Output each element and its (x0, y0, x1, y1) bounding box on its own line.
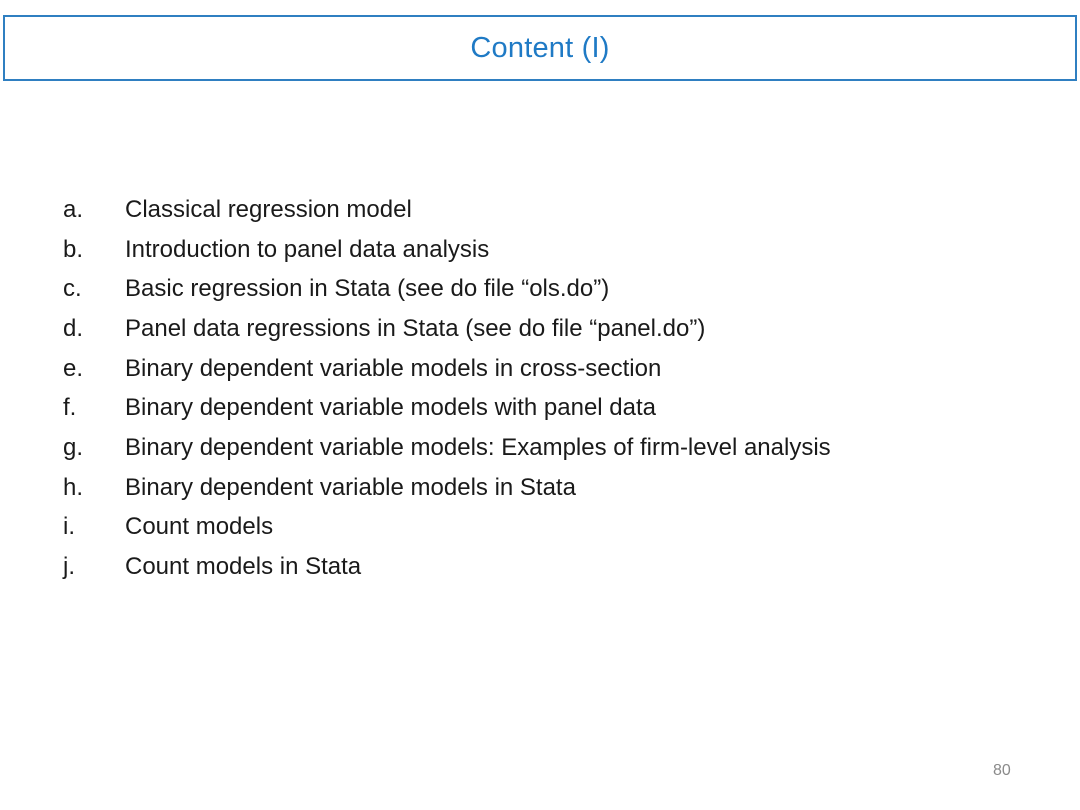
list-item-label: e. (63, 354, 84, 382)
list-item-text: Binary dependent variable models in cros… (125, 354, 662, 382)
list-item-label: j. (63, 553, 75, 581)
list-item: i. Count models (63, 508, 1023, 548)
list-item-label: g. (63, 433, 84, 461)
list-item-text: Binary dependent variable models with pa… (125, 394, 657, 422)
page-number: 80 (993, 762, 1011, 779)
list-item-label: h. (63, 473, 84, 501)
list-item-text: Binary dependent variable models: Exampl… (125, 433, 831, 461)
title-box: Content (I) (3, 15, 1077, 81)
list-item-text: Binary dependent variable models in Stat… (125, 473, 576, 501)
list-item-label: d. (63, 314, 84, 342)
slide-title: Content (I) (470, 31, 610, 64)
list-item: d. Panel data regressions in Stata (see d… (63, 309, 1023, 349)
list-item-text: Count models in Stata (125, 553, 362, 581)
list-item-label: b. (63, 235, 84, 263)
list-item-text: Basic regression in Stata (see do file “… (125, 275, 610, 303)
list-item-label: i. (63, 513, 75, 541)
list-item-label: c. (63, 275, 82, 303)
list-item: c. Basic regression in Stata (see do file… (63, 269, 1023, 309)
list-item: j. Count models in Stata (63, 547, 1023, 587)
list-item: a. Classical regression model (63, 190, 1023, 230)
list-item-label: a. (63, 195, 84, 223)
content-list: a. Classical regression model b. Introducti… (63, 190, 1023, 587)
list-item: e. Binary dependent variable models in cr… (63, 349, 1023, 389)
list-item: g. Binary dependent variable models: Exam… (63, 428, 1023, 468)
list-item-label: f. (63, 394, 77, 422)
list-item: h. Binary dependent variable models in St… (63, 468, 1023, 508)
list-item: f. Binary dependent variable models with … (63, 388, 1023, 428)
list-item-text: Classical regression model (125, 195, 412, 223)
list-item-text: Introduction to panel data analysis (125, 235, 490, 263)
list-item: b. Introduction to panel data analysis (63, 230, 1023, 270)
list-item-text: Count models (125, 513, 274, 541)
list-item-text: Panel data regressions in Stata (see do … (125, 314, 706, 342)
